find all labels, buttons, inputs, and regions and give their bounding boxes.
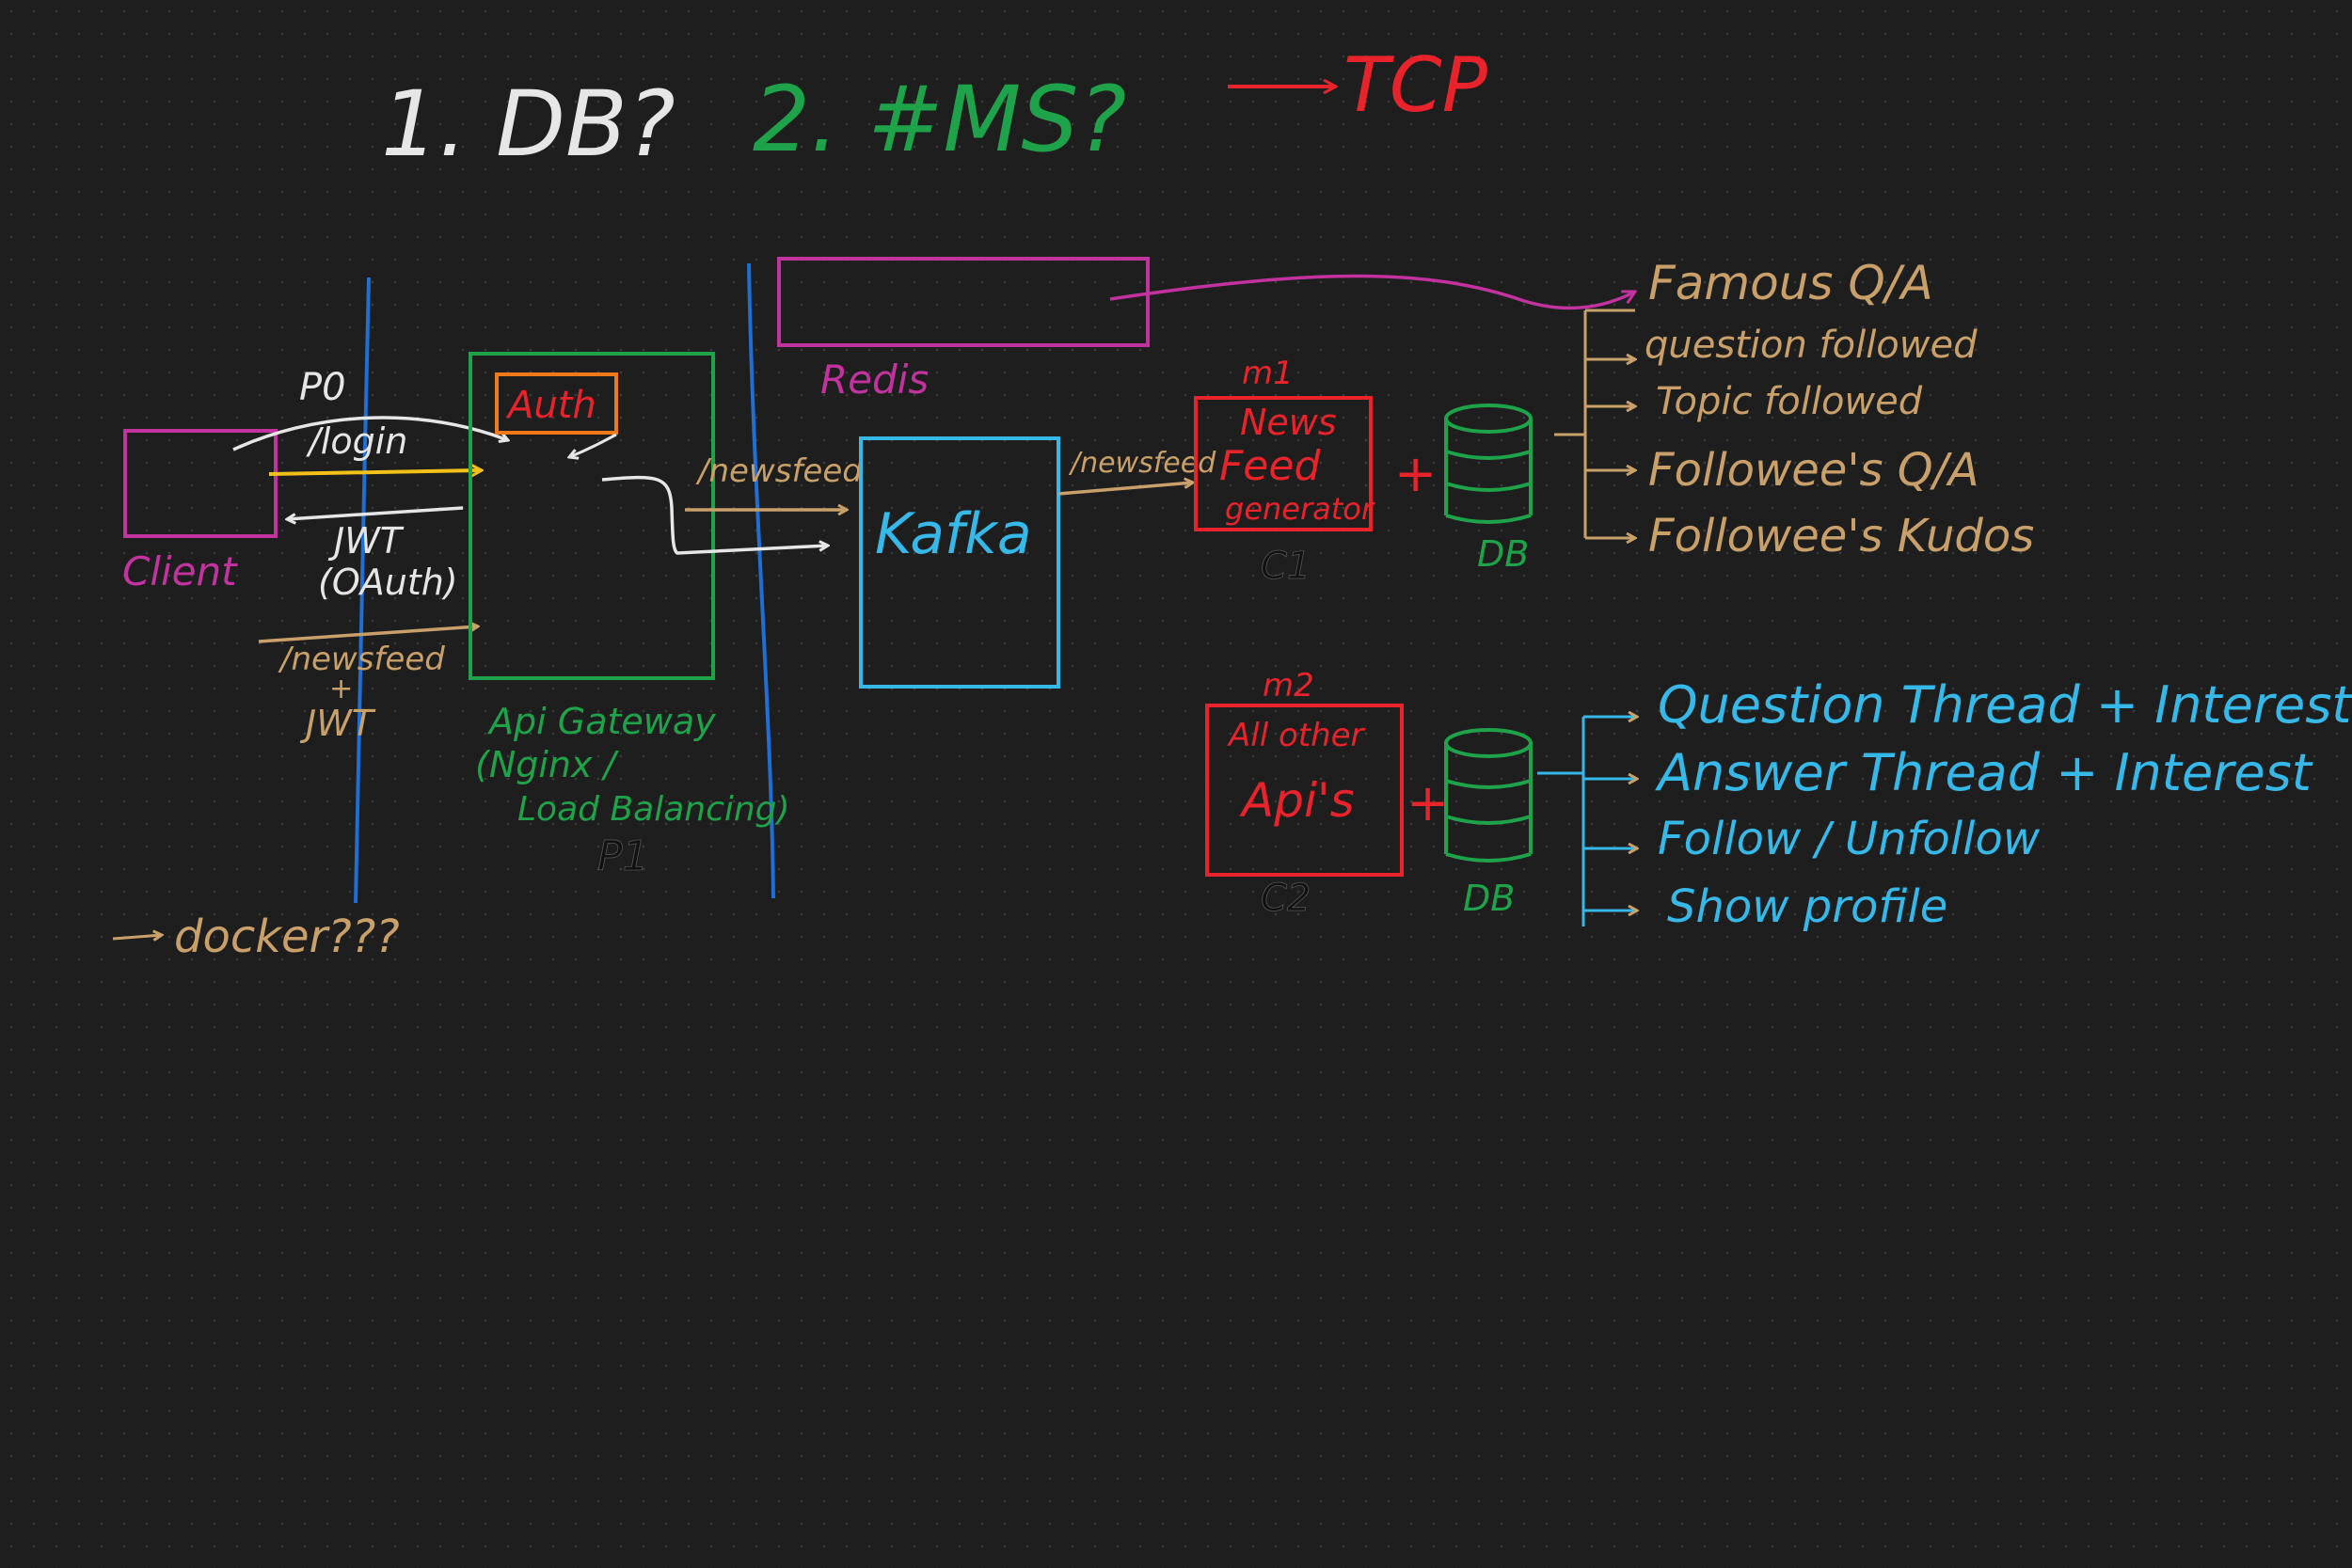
cluster-c1-label: C1 xyxy=(1261,545,1311,588)
other-service-line2: Api's xyxy=(1239,773,1355,828)
api-bracket xyxy=(1537,717,1637,927)
redis-to-famous-arrow xyxy=(1109,274,1635,310)
gateway-label-line1: Api Gateway xyxy=(486,701,716,742)
feed-bracket xyxy=(1554,309,1635,538)
api-item-follow-unfollow: Follow / Unfollow xyxy=(1658,813,2041,865)
gateway-label-line2: (Nginx / xyxy=(475,744,620,785)
gateway-to-kafka-route xyxy=(601,475,828,555)
other-service-box xyxy=(1205,704,1404,877)
auth-box xyxy=(495,372,618,435)
kafka-to-newsfeed-arrow xyxy=(1057,483,1193,496)
kafka-box xyxy=(859,436,1060,689)
heading-protocol: TCP xyxy=(1343,41,1488,129)
newsfeed-service-box xyxy=(1194,396,1373,531)
jwt-response-arrow xyxy=(287,506,464,519)
gateway-newsfeed-label: /newsfeed xyxy=(695,452,863,490)
jwt-label: JWT xyxy=(327,520,405,562)
heading-item-ms: 2. #MS? xyxy=(753,67,1126,172)
newsfeed-db-icon xyxy=(1444,404,1533,524)
docker-arrow xyxy=(112,935,162,939)
heading-item-db: 1. DB? xyxy=(381,71,675,177)
newsfeed-plus-sign: + xyxy=(1394,444,1437,503)
newsfeed-service-line2: Feed xyxy=(1219,442,1321,490)
login-label: /login xyxy=(306,420,407,462)
other-service-tag: m2 xyxy=(1263,667,1314,705)
api-gateway-box xyxy=(469,352,715,680)
api-item-answer-thread: Answer Thread + Interest xyxy=(1655,743,2313,802)
p1-label: P1 xyxy=(597,832,649,880)
redis-label: Redis xyxy=(820,356,929,403)
feed-item-followee-qa: Followee's Q/A xyxy=(1648,444,1979,497)
gateway-label-line3: Load Balancing) xyxy=(517,790,790,829)
newsfeed-jwt-label: JWT xyxy=(299,703,376,744)
other-db-label: DB xyxy=(1463,878,1515,919)
auth-return-arrow xyxy=(569,433,617,457)
docker-note: docker??? xyxy=(174,911,400,963)
kafka-label: Kafka xyxy=(875,501,1032,567)
oauth-label: (OAuth) xyxy=(318,562,458,603)
newsfeed-plus: + xyxy=(329,673,353,705)
other-service-line1: All other xyxy=(1227,717,1366,754)
newsfeed-request-arrow xyxy=(258,626,478,643)
feed-item-famous-qa: Famous Q/A xyxy=(1648,256,1933,310)
feed-item-question-followed: question followed xyxy=(1645,324,1978,367)
feed-item-topic-followed: Topic followed xyxy=(1656,380,1923,423)
newsfeed-service-line3: generator xyxy=(1225,491,1375,527)
feed-item-followee-kudos: Followee's Kudos xyxy=(1648,510,2034,562)
newsfeed-service-tag: m1 xyxy=(1242,355,1294,392)
partition-line-right xyxy=(747,262,775,899)
client-label: Client xyxy=(122,548,238,594)
auth-label: Auth xyxy=(505,384,596,427)
kafka-newsfeed-label: /newsfeed xyxy=(1068,447,1216,480)
api-item-question-thread: Question Thread + Interest xyxy=(1658,675,2352,735)
newsfeed-request-label: /newsfeed xyxy=(278,641,445,678)
api-item-show-profile: Show profile xyxy=(1667,880,1947,933)
p0-label: P0 xyxy=(299,366,346,409)
oauth-token-arrow xyxy=(268,470,482,474)
heading: 1. DB? 2. #MS? TCP xyxy=(381,41,1488,177)
newsfeed-service-line1: News xyxy=(1240,402,1337,443)
client-box xyxy=(123,429,278,538)
redis-box xyxy=(777,257,1150,347)
other-db-icon xyxy=(1444,728,1533,863)
newsfeed-db-label: DB xyxy=(1477,533,1529,575)
cluster-c2-label: C2 xyxy=(1261,877,1311,920)
partition-line-left xyxy=(354,277,371,904)
other-plus-sign: + xyxy=(1406,773,1449,832)
